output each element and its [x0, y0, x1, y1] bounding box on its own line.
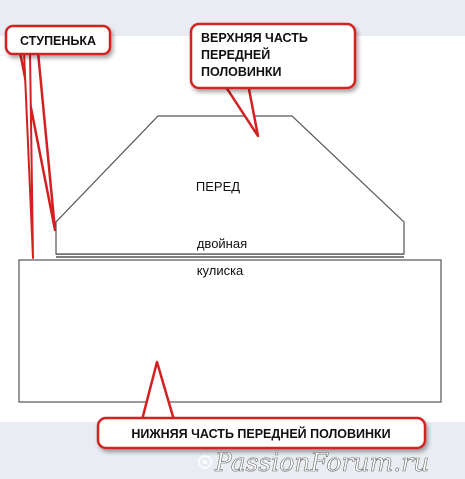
upper-part-callout-line3: ПОЛОВИНКИ [201, 65, 282, 79]
step-callout: СТУПЕНЬКА [4, 24, 112, 259]
lower-front-half-shape [18, 259, 442, 403]
lower-part-callout: НИЖНЯЯ ЧАСТЬ ПЕРЕДНЕЙ ПОЛОВИНКИ [96, 360, 427, 450]
lower-part-callout-text: НИЖНЯЯ ЧАСТЬ ПЕРЕДНЕЙ ПОЛОВИНКИ [131, 426, 390, 441]
watermark-text: PassionForum.ru [214, 448, 429, 477]
upper-part-callout: ВЕРХНЯЯ ЧАСТЬ ПЕРЕДНЕЙ ПОЛОВИНКИ [189, 22, 357, 138]
double-band-label-line1: двойная [197, 236, 247, 251]
double-band-label-line2: кулиска [197, 263, 244, 278]
watermark-logo-icon [198, 455, 212, 469]
upper-part-callout-box [189, 22, 357, 90]
watermark: PassionForum.ru [198, 448, 430, 477]
upper-part-callout-line1: ВЕРХНЯЯ ЧАСТЬ [201, 31, 308, 45]
watermark-logo-dot-icon [203, 460, 207, 464]
upper-part-callout-line2: ПЕРЕДНЕЙ [201, 47, 270, 62]
lower-part-callout-box [96, 416, 427, 450]
step-callout-text: СТУПЕНЬКА [20, 34, 96, 48]
front-label: ПЕРЕД [196, 179, 240, 194]
step-callout-box [4, 24, 112, 56]
upper-front-half-shape [55, 115, 405, 255]
